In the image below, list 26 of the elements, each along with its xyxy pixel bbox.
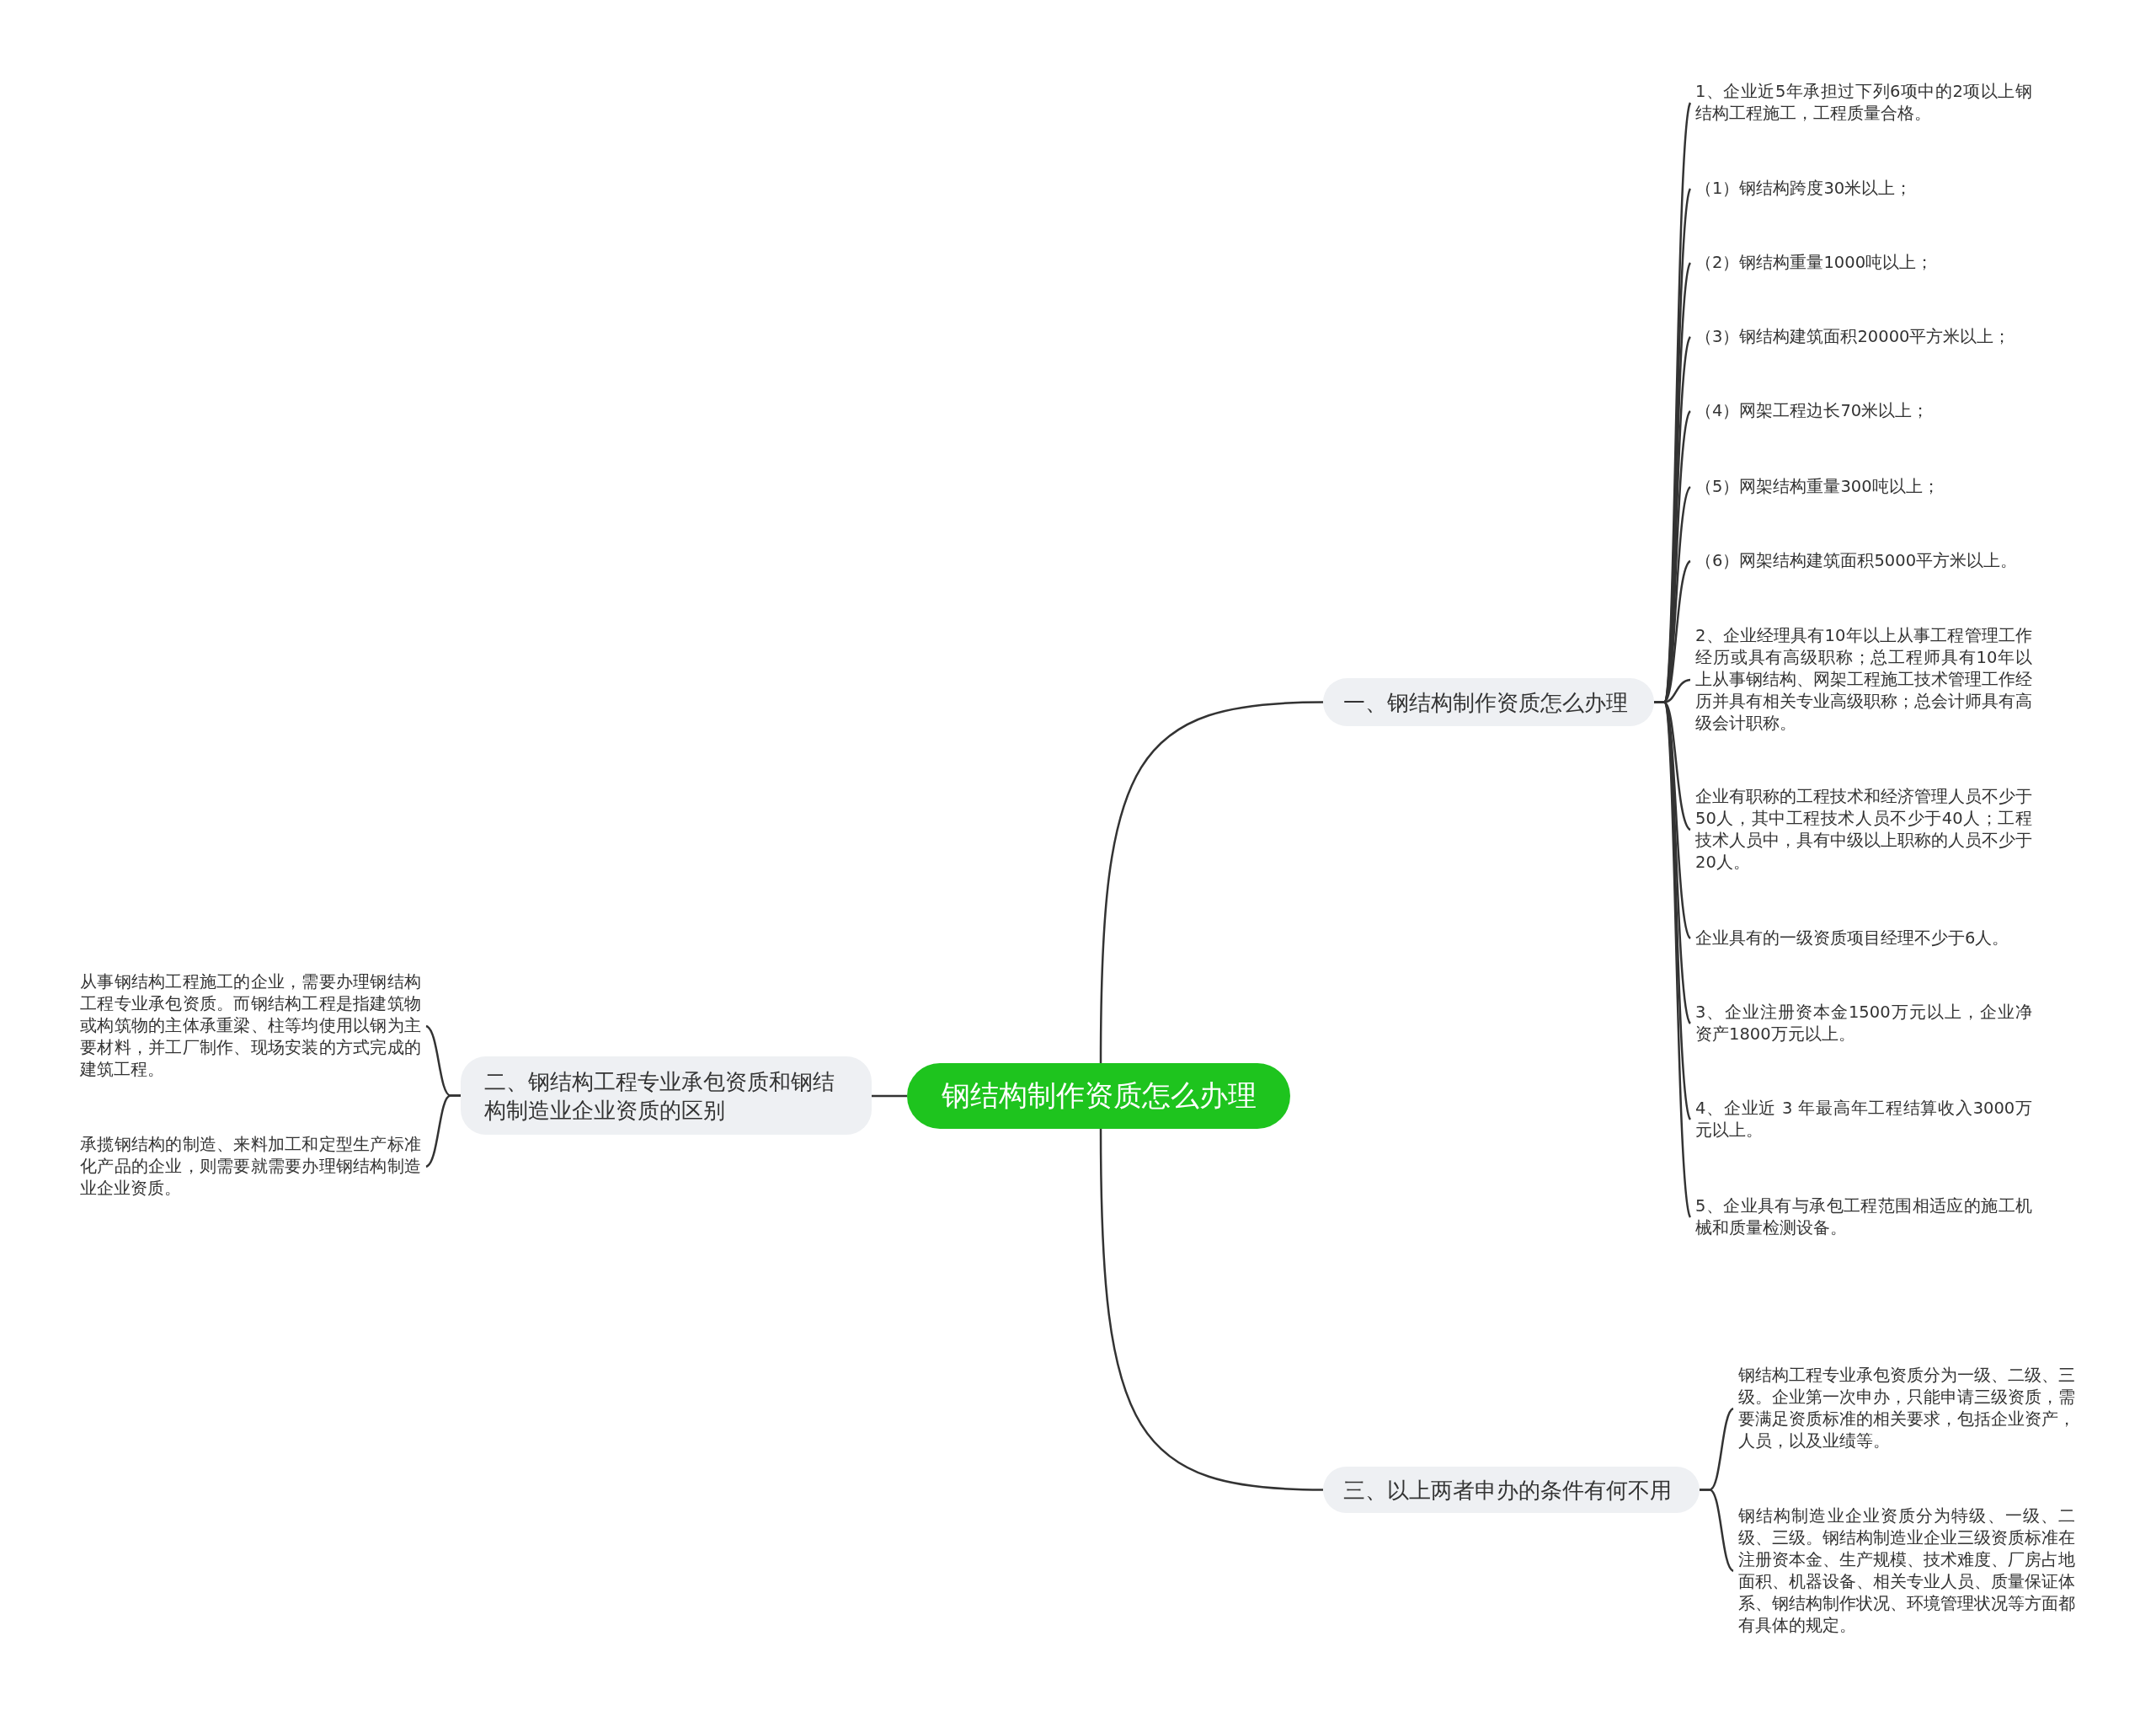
- connector-line: [1700, 1489, 1734, 1572]
- note-text: （1）钢结构跨度30米以上；: [1695, 178, 2032, 200]
- note-text: （5）网架结构重量300吨以上；: [1695, 476, 2032, 498]
- note-text: 从事钢结构工程施工的企业，需要办理钢结构工程专业承包资质。而钢结构工程是指建筑物或构筑物的主体承重梁、柱等均使用以钢为主要材料，并工厂制作、现场安装的方式完成的建筑工程。: [80, 971, 421, 1081]
- note-text: （4）网架工程边长70米以上；: [1695, 400, 2032, 422]
- topic-box: 二、钢结构工程专业承包资质和钢结构制造业企业资质的区别: [461, 1056, 872, 1135]
- connector-line: [425, 1094, 461, 1168]
- topic-box: 三、以上两者申办的条件有何不用: [1323, 1467, 1700, 1513]
- note-text: 4、企业近 3 年最高年工程结算收入3000万元以上。: [1695, 1098, 2032, 1141]
- connector-line: [1099, 1129, 1324, 1491]
- note-text: 3、企业注册资本金1500万元以上，企业净资产1800万元以上。: [1695, 1002, 2032, 1045]
- note-text: 企业具有的一级资质项目经理不少于6人。: [1695, 927, 2032, 949]
- connector-line: [1099, 701, 1324, 1063]
- note-text: 企业有职称的工程技术和经济管理人员不少于50人，其中工程技术人员不少于40人；工程技术人员中，具有中级以上职称的人员不少于20人。: [1695, 786, 2032, 874]
- topic-box: 一、钢结构制作资质怎么办理: [1323, 678, 1654, 726]
- note-text: （3）钢结构建筑面积20000平方米以上；: [1695, 326, 2032, 348]
- central-topic-box: 钢结构制作资质怎么办理: [907, 1063, 1290, 1129]
- note-text: （2）钢结构重量1000吨以上；: [1695, 252, 2032, 274]
- note-text: 承揽钢结构的制造、来料加工和定型生产标准化产品的企业，则需要就需要办理钢结构制造业企业资质。: [80, 1134, 421, 1200]
- note-text: （6）网架结构建筑面积5000平方米以上。: [1695, 550, 2032, 572]
- note-text: 1、企业近5年承担过下列6项中的2项以上钢结构工程施工，工程质量合格。: [1695, 81, 2032, 125]
- note-text: 2、企业经理具有10年以上从事工程管理工作经历或具有高级职称；总工程师具有10年以上从事钢结构、网架工程施工技术管理工作经历并具有相关专业高级职称；总会计师具有高级会计职称。: [1695, 625, 2032, 735]
- note-text: 5、企业具有与承包工程范围相适应的施工机械和质量检测设备。: [1695, 1195, 2032, 1239]
- connector-line: [872, 1094, 907, 1098]
- note-text: 钢结构工程专业承包资质分为一级、二级、三级。企业第一次申办，只能申请三级资质，需要满足资质标准的相关要求，包括企业资产，人员，以及业绩等。: [1738, 1365, 2075, 1452]
- note-text: 钢结构制造业企业资质分为特级、一级、二级、三级。钢结构制造业企业三级资质标准在注册资本金、生产规模、技术难度、厂房占地面积、机器设备、相关专业人员、质量保证体系、钢结构制作状况、环境管理状况等方面都有具体的规定。: [1738, 1505, 2075, 1637]
